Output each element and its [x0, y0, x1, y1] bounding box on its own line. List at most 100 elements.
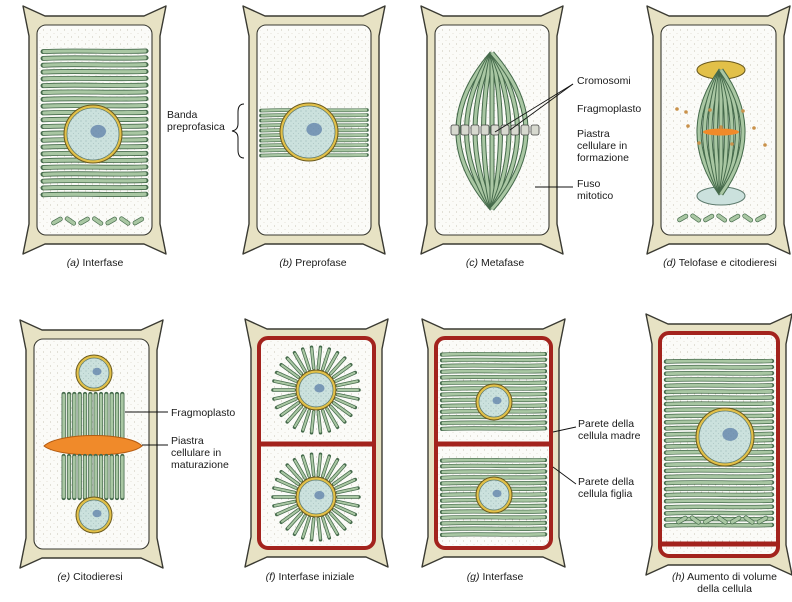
- nucleolus: [493, 490, 502, 498]
- microtubule: [443, 383, 544, 384]
- nucleolus: [314, 384, 324, 393]
- microtubule: [667, 385, 771, 386]
- caption-e: (e) Citodieresi: [30, 571, 150, 583]
- caption-g: (g) Interfase: [440, 571, 550, 583]
- microtubule: [667, 501, 771, 502]
- microtubule: [443, 517, 544, 518]
- microtubule: [44, 99, 145, 100]
- vesicle: [730, 142, 734, 146]
- nucleolus: [93, 510, 102, 518]
- microtubule: [44, 51, 145, 52]
- panel-c: [421, 6, 573, 254]
- brace: [232, 104, 244, 158]
- microtubule: [443, 471, 544, 472]
- label-fuso-mitotico: Fuso mitotico: [577, 178, 613, 202]
- panel-h: [646, 314, 792, 575]
- label-parete-figlia: Parete della cellula figlia: [578, 476, 634, 500]
- microtubule: [44, 174, 145, 175]
- microtubule: [44, 181, 145, 182]
- microtubule: [44, 187, 145, 188]
- nucleolus: [306, 123, 322, 136]
- panel-b: [232, 6, 385, 254]
- microtubule: [667, 470, 771, 471]
- chromosome: [531, 125, 539, 135]
- label-piastra-formazione: Piastra cellulare in formazione: [577, 128, 629, 164]
- panel-a: [23, 6, 166, 254]
- microtubule: [667, 397, 771, 398]
- microtubule: [667, 525, 771, 526]
- panel-e: [20, 320, 168, 568]
- caption-d: (d) Telofase e citodieresi: [650, 257, 790, 269]
- label-parete-madre: Parete della cellula madre: [578, 418, 640, 442]
- chromosome: [501, 125, 509, 135]
- microtubule: [443, 529, 544, 530]
- microtubule: [667, 373, 771, 374]
- chromosome: [521, 125, 529, 135]
- label-cromosomi: Cromosomi: [577, 75, 631, 87]
- microtubule: [443, 523, 544, 524]
- microtubule: [667, 507, 771, 508]
- vesicle: [741, 109, 745, 113]
- microtubule: [667, 367, 771, 368]
- vesicle: [686, 124, 690, 128]
- caption-b: (b) Preprofase: [258, 257, 368, 269]
- label-banda-preprofasica: Banda preprofasica: [167, 109, 225, 133]
- microtubule: [667, 476, 771, 477]
- microtubule: [443, 354, 544, 355]
- microtubule: [44, 92, 145, 93]
- caption-f: (f) Interfase iniziale: [245, 571, 375, 583]
- panel-g: [422, 319, 576, 567]
- microtubule: [443, 360, 544, 361]
- microtubule: [44, 167, 145, 168]
- microtubule: [443, 534, 544, 535]
- panel-f: [245, 319, 388, 567]
- vesicle: [675, 107, 679, 111]
- chromosome: [471, 125, 479, 135]
- chromosome: [461, 125, 469, 135]
- microtubule: [44, 194, 145, 195]
- chromosome: [481, 125, 489, 135]
- vesicle: [752, 126, 756, 130]
- panel-d: [647, 6, 790, 254]
- nucleolus: [314, 491, 324, 500]
- vesicle: [697, 141, 701, 145]
- microtubule: [667, 391, 771, 392]
- microtubule: [667, 403, 771, 404]
- microtubule: [667, 482, 771, 483]
- microtubule: [443, 466, 544, 467]
- microtubule: [667, 379, 771, 380]
- microtubule: [44, 71, 145, 72]
- microtubule: [443, 423, 544, 424]
- nucleolus: [722, 428, 738, 441]
- nucleolus: [93, 368, 102, 376]
- chromosome: [451, 125, 459, 135]
- microtubule: [44, 78, 145, 79]
- microtubule: [667, 361, 771, 362]
- microtubule: [443, 377, 544, 378]
- label-fragmoplasto-top: Fragmoplasto: [577, 103, 641, 115]
- microtubule: [443, 460, 544, 461]
- vesicle: [684, 110, 688, 114]
- nucleolus: [90, 125, 106, 138]
- label-fragmoplasto-bottom: Fragmoplasto: [171, 407, 235, 419]
- caption-c: (c) Metafase: [440, 257, 550, 269]
- microtubule: [44, 85, 145, 86]
- vesicle: [719, 125, 723, 129]
- microtubule: [44, 65, 145, 66]
- microtubule: [443, 371, 544, 372]
- microtubule: [667, 488, 771, 489]
- cell-plate: [703, 129, 739, 136]
- caption-h: (h) Aumento di volume della cellula: [657, 571, 792, 595]
- microtubule: [443, 365, 544, 366]
- vesicle: [708, 108, 712, 112]
- vesicle: [763, 143, 767, 147]
- caption-a: (a) Interfase: [35, 257, 155, 269]
- microtubule: [667, 513, 771, 514]
- microtubule: [667, 495, 771, 496]
- microtubule: [443, 428, 544, 429]
- microtubule: [44, 58, 145, 59]
- nucleolus: [493, 397, 502, 405]
- label-piastra-maturazione: Piastra cellulare in maturazione: [171, 435, 229, 471]
